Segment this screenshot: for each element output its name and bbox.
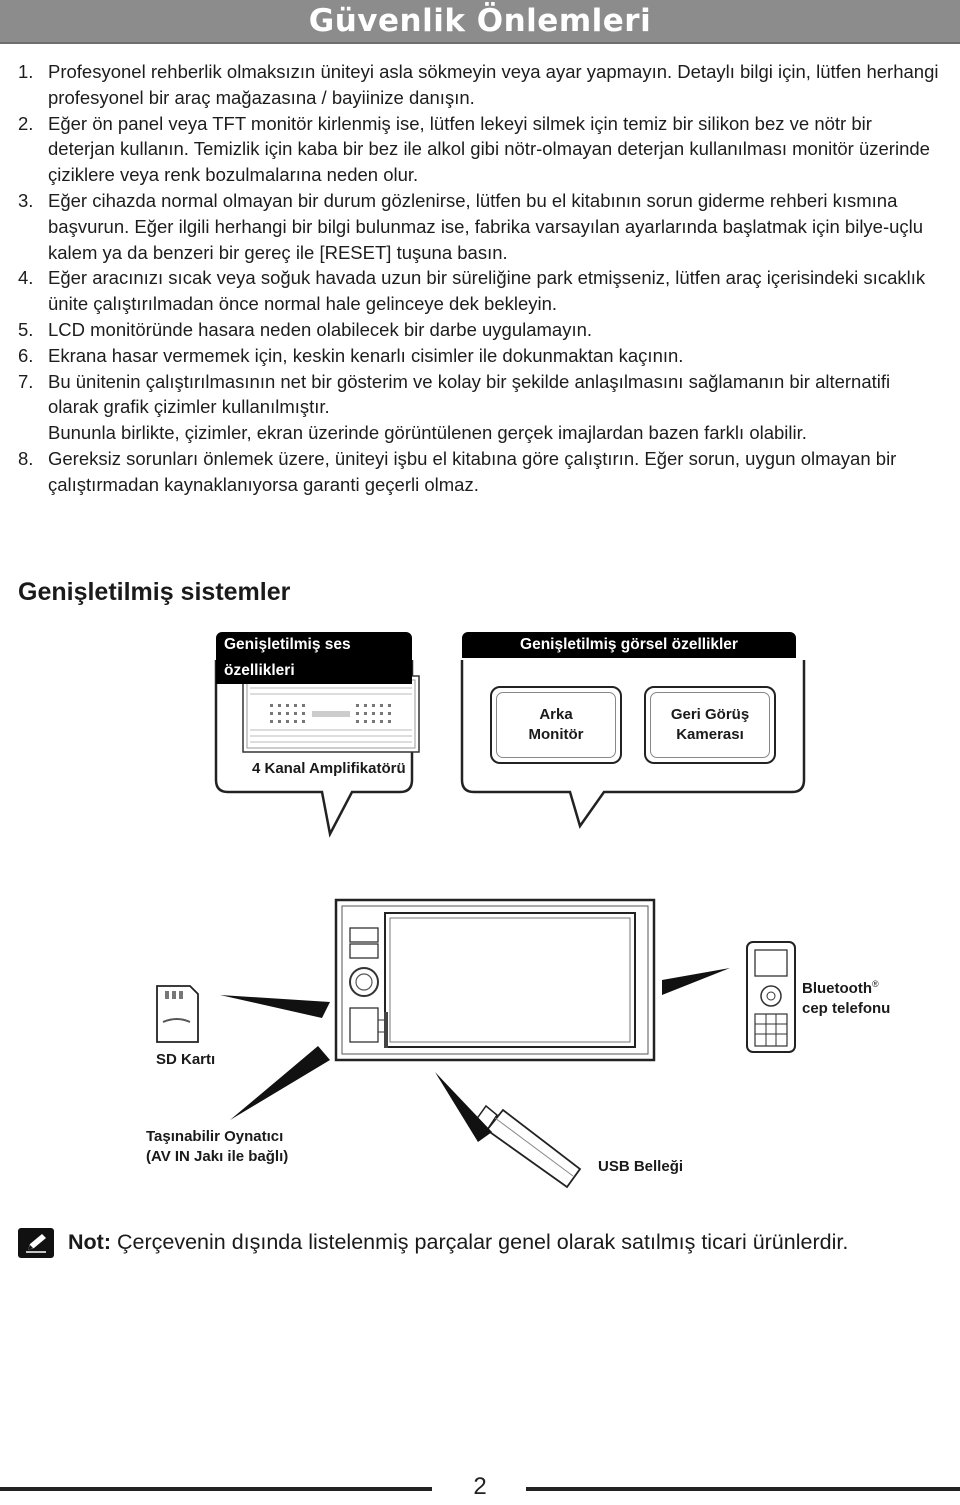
title-bar: Güvenlik Önlemleri — [0, 0, 960, 44]
item-text: Eğer aracınızı sıcak veya soğuk havada u… — [48, 267, 926, 315]
sd-card-label: SD Kartı — [156, 1051, 216, 1068]
item-text-continued: Bununla birlikte, çizimler, ekran üzerin… — [48, 422, 807, 444]
item-number: 3. — [18, 189, 34, 211]
sd-card-illustration — [156, 985, 199, 1043]
item-text: Eğer ön panel veya TFT monitör kirlenmiş… — [48, 112, 930, 186]
bluetooth-label-text: Bluetooth — [802, 980, 872, 997]
arrow-portable — [230, 1046, 330, 1120]
amplifier-illustration — [242, 675, 420, 753]
item-text: Gereksiz sorunları önlemek üzere, ünitey… — [48, 447, 897, 495]
item-text: Bu ünitenin çalıştırılmasının net bir gö… — [48, 370, 891, 418]
page-number: 2 — [473, 1473, 487, 1500]
item-text: LCD monitöründe hasara neden olabilecek … — [48, 318, 593, 340]
rear-camera-box: Geri Görüş Kamerası — [644, 686, 776, 764]
item-number: 6. — [18, 344, 34, 366]
item-number: 2. — [18, 112, 34, 134]
visual-callout-outline — [460, 660, 806, 829]
portable-player-label: Taşınabilir Oynatıcı (AV IN Jakı ile bağ… — [146, 1127, 288, 1167]
list-item: 3. Eğer cihazda normal olmayan bir durum … — [18, 188, 943, 265]
usb-label: USB Belleği — [598, 1158, 684, 1175]
rear-monitor-box: Arka Monitör — [490, 686, 622, 764]
portable-label-line1: Taşınabilir Oynatıcı — [146, 1128, 284, 1145]
visual-features-header: Genişletilmiş görsel özellikler — [462, 632, 796, 658]
list-item: 8. Gereksiz sorunları önlemek üzere, ünit… — [18, 446, 943, 498]
item-number: 4. — [18, 267, 34, 289]
list-item: 6. Ekrana hasar vermemek için, keskin ken… — [18, 343, 943, 369]
amplifier-label: 4 Kanal Amplifikatörü — [252, 760, 406, 777]
phone-label-text: cep telefonu — [802, 1000, 891, 1017]
list-item: 2. Eğer ön panel veya TFT monitör kirlenm… — [18, 111, 943, 188]
pencil-note-icon — [18, 1228, 54, 1258]
audio-callout-outline — [214, 660, 414, 838]
precautions-list: 1. Profesyonel rehberlik olmaksızın ünite… — [18, 59, 943, 498]
audio-features-header: Genişletilmiş ses özellikleri — [216, 632, 412, 684]
page-title: Güvenlik Önlemleri — [308, 3, 652, 39]
usb-stick-illustration — [475, 1104, 582, 1189]
arrow-phone — [662, 968, 730, 995]
footer-rule-left — [0, 1487, 432, 1491]
item-text: Ekrana hasar vermemek için, keskin kenar… — [48, 344, 684, 366]
note-text: Not: Çerçevenin dışında listelenmiş parç… — [68, 1228, 848, 1256]
item-text: Profesyonel rehberlik olmaksızın üniteyi… — [48, 61, 939, 108]
note: Not: Çerçevenin dışında listelenmiş parç… — [18, 1222, 938, 1262]
item-number: 1. — [18, 61, 34, 82]
arrow-sd — [220, 995, 330, 1018]
list-item: 5. LCD monitöründe hasara neden olabilece… — [18, 317, 943, 343]
list-item: 7. Bu ünitenin çalıştırılmasının net bir … — [18, 369, 943, 446]
item-text: Eğer cihazda normal olmayan bir durum gö… — [48, 189, 924, 263]
footer-rule-right — [526, 1487, 960, 1491]
portable-label-line2: (AV IN Jakı ile bağlı) — [146, 1148, 289, 1165]
list-item: 1. Profesyonel rehberlik olmaksızın ünite… — [18, 59, 943, 111]
item-number: 7. — [18, 370, 34, 392]
item-number: 8. — [18, 447, 34, 469]
bluetooth-phone-label: Bluetooth® cep telefonu — [802, 974, 890, 1019]
extended-systems-diagram: Genişletilmiş ses özellikleri Genişletil… — [0, 620, 960, 1200]
phone-illustration — [746, 941, 796, 1053]
item-number: 5. — [18, 318, 34, 340]
registered-mark: ® — [871, 979, 879, 989]
note-prefix: Not: — [68, 1230, 111, 1254]
note-body: Çerçevenin dışında listelenmiş parçalar … — [116, 1230, 849, 1254]
diagram-graphics — [156, 660, 806, 1189]
head-unit-illustration — [334, 898, 656, 1062]
section-title: Genişletilmiş sistemler — [18, 578, 291, 606]
list-item: 4. Eğer aracınızı sıcak veya soğuk havada… — [18, 265, 943, 317]
arrow-usb — [435, 1072, 492, 1142]
